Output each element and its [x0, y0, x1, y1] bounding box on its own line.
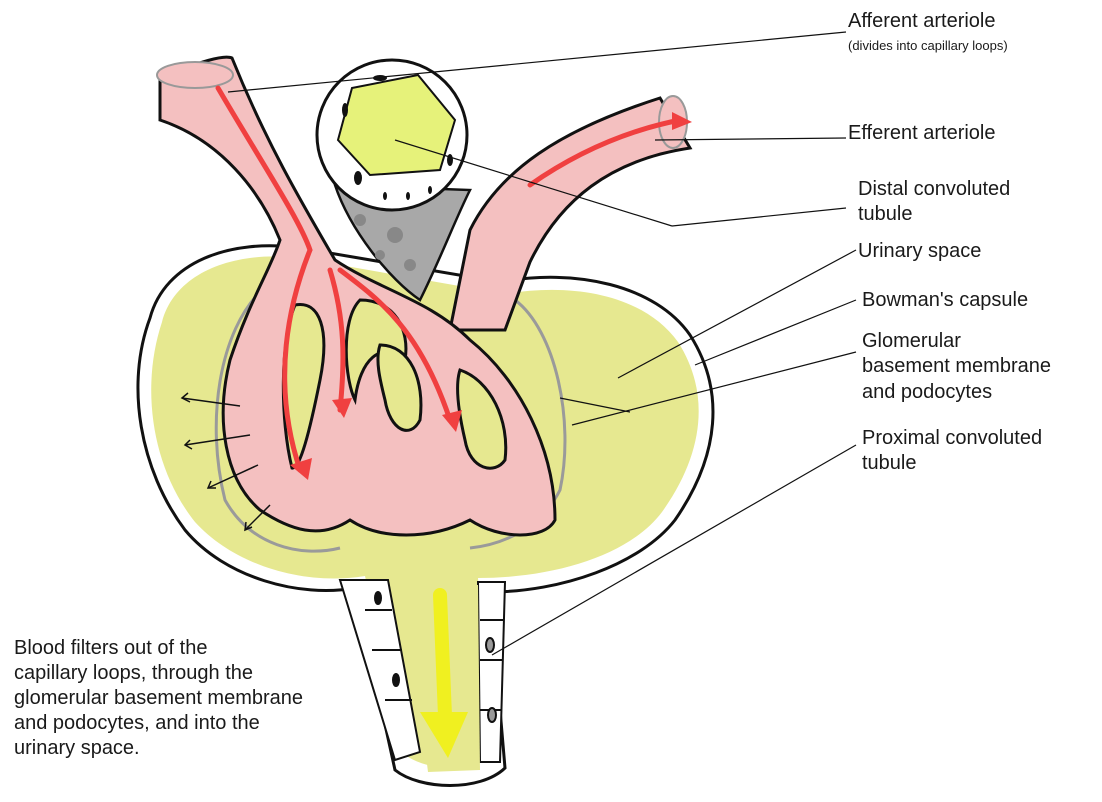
label-efferent-arteriole: Efferent arteriole — [848, 122, 996, 145]
label-urinary-space: Urinary space — [858, 240, 981, 263]
label-gbm-line1: Glomerular — [862, 330, 961, 353]
description-line: glomerular basement membrane — [14, 686, 384, 711]
description-line: and podocytes, and into the — [14, 711, 384, 736]
label-afferent-note: (divides into capillary loops) — [848, 38, 1008, 54]
label-proximal-line1: Proximal convoluted — [862, 427, 1042, 450]
label-gbm-line2: basement membrane — [862, 355, 1051, 378]
description-line: Blood filters out of the — [14, 636, 384, 661]
label-distal-line2: tubule — [858, 203, 913, 226]
description-line: urinary space. — [14, 736, 384, 761]
label-proximal-line2: tubule — [862, 452, 917, 475]
label-gbm-line3: and podocytes — [862, 381, 992, 404]
label-afferent-arteriole: Afferent arteriole — [848, 10, 996, 33]
label-distal-line1: Distal convoluted — [858, 178, 1010, 201]
description-line: capillary loops, through the — [14, 661, 384, 686]
label-bowmans-capsule: Bowman's capsule — [862, 289, 1028, 312]
description-paragraph: Blood filters out of the capillary loops… — [14, 636, 384, 761]
